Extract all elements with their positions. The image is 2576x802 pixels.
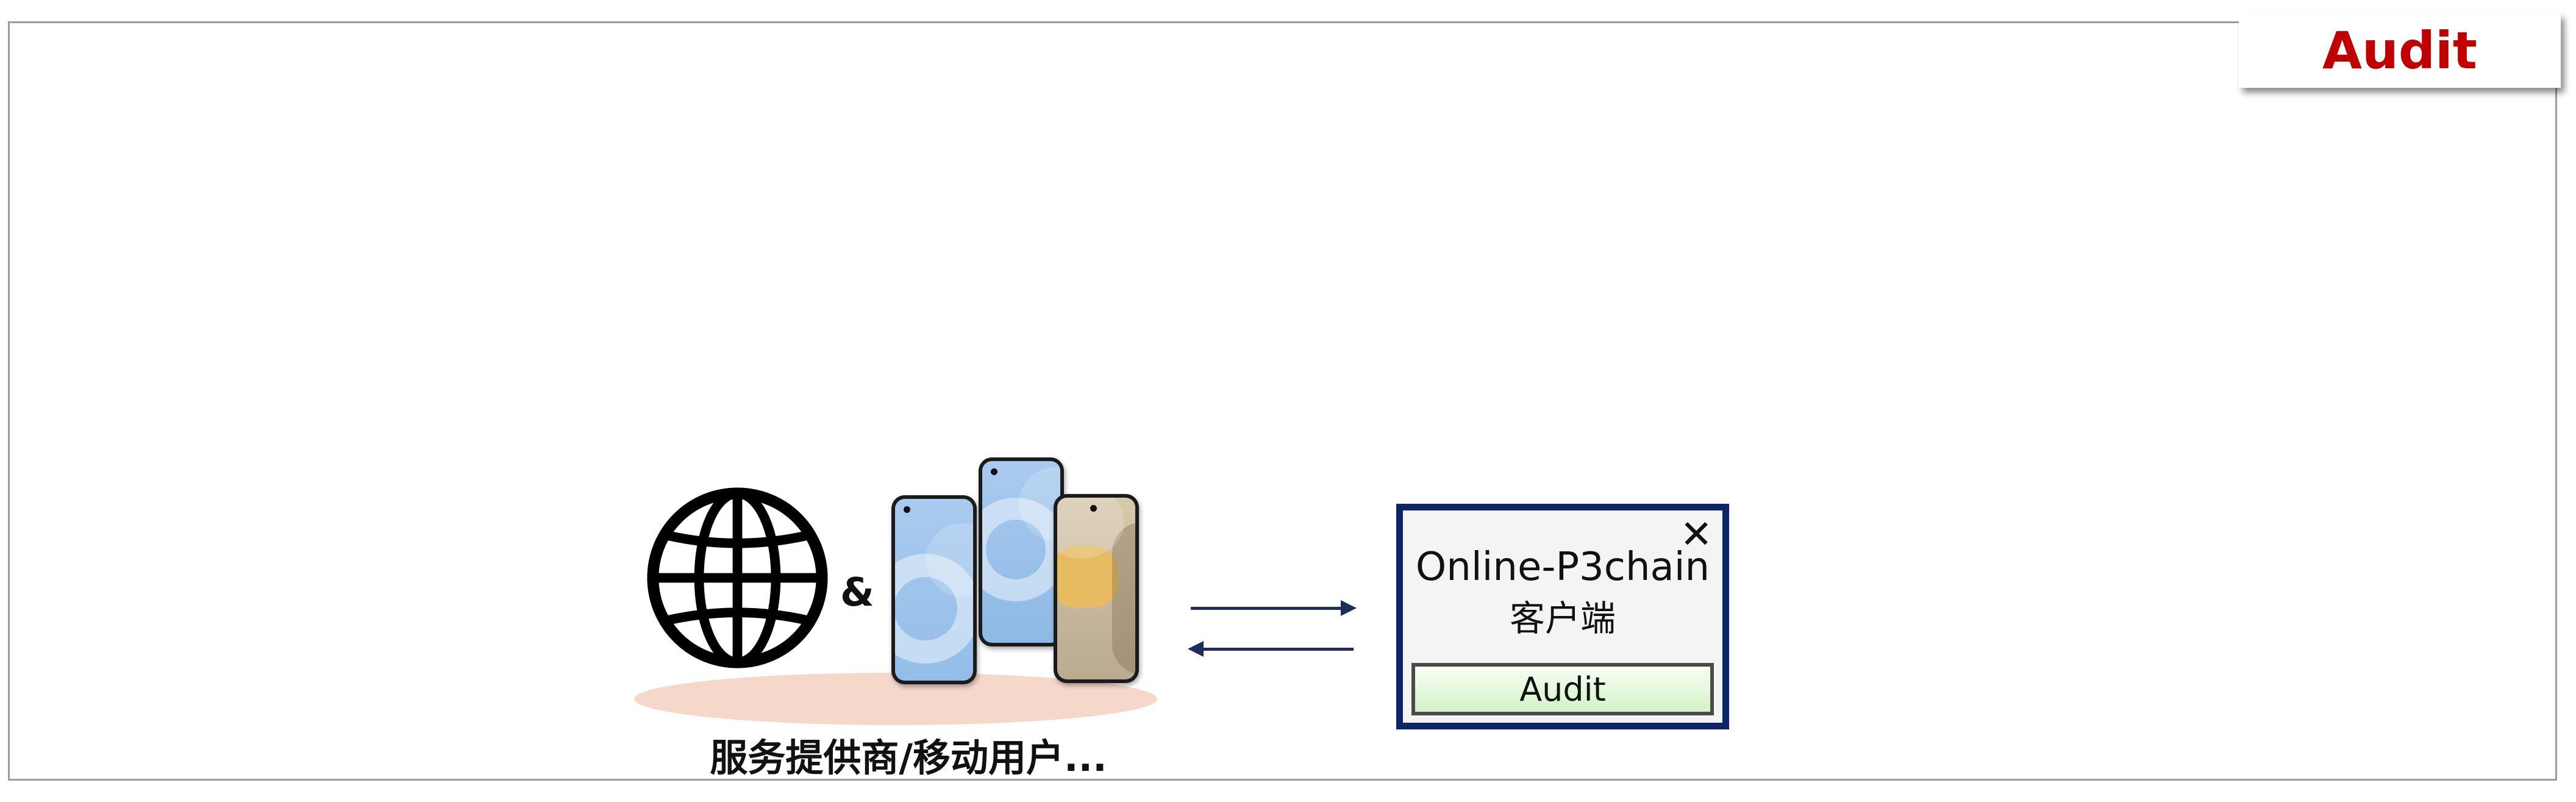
client-title: Online-P3chain: [1415, 545, 1710, 590]
arrow-right: [1191, 600, 1357, 616]
close-icon[interactable]: ✕: [1680, 512, 1713, 557]
group-caption: 服务提供商/移动用户...: [710, 736, 1107, 780]
client-window: ✕ Online-P3chain 客户端 Audit: [1396, 504, 1729, 729]
globe-icon: [647, 487, 828, 668]
audit-title-tag: Audit: [2239, 13, 2561, 88]
smartphone-icon: [891, 495, 977, 684]
smartphone-icon: [979, 457, 1064, 646]
slide-frame: [8, 21, 2557, 781]
client-subtitle: 客户端: [1509, 598, 1616, 639]
audit-button[interactable]: Audit: [1411, 663, 1714, 715]
audit-title-label: Audit: [2322, 21, 2477, 81]
arrow-left: [1188, 641, 1354, 657]
connector-ampersand: &: [840, 570, 874, 615]
audit-button-label: Audit: [1519, 670, 1606, 709]
smartphone-icon: [1054, 494, 1139, 683]
